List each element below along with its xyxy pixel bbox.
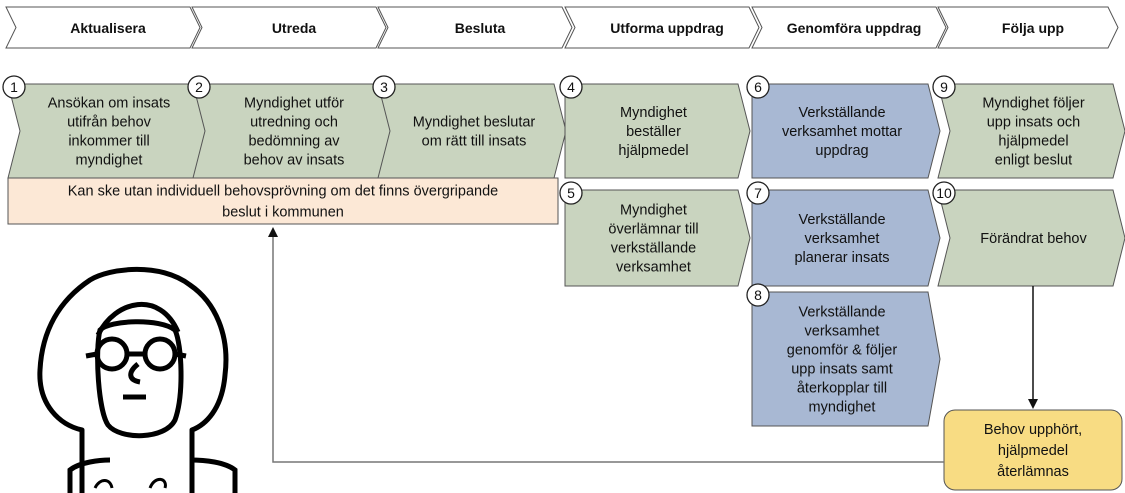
phase-label-genomfora: Genomföra uppdrag [787,20,922,36]
step-1-number-circle [2,75,26,99]
step-4-box [564,83,751,179]
step-9-text-line: Myndighet följer [982,96,1085,112]
end-box-text-line: hjälpmedel [998,443,1068,459]
step-2-text: Myndighet utför utredning och bedömning av… [244,96,345,169]
step-1-text-line: inkommer till [68,134,149,150]
phase-label-aktualisera: Aktualisera [70,20,146,36]
note-text: Kan ske utan individuell behovsprövning … [68,184,498,221]
phase-chevron-folja-upp [937,6,1119,49]
step-7-box [751,189,941,287]
phase-chevron-besluta [377,6,573,49]
step-1-number: 1 [10,79,18,95]
step-9-text: Myndighet följer upp insats och hjälpmedel… [982,96,1085,169]
step-9-box [937,83,1125,179]
step-8-box [751,291,941,427]
step-5-box [564,189,751,287]
phase-chevron-utreda [191,6,387,49]
step-2-text-line: utredning och [250,115,338,131]
step-8-number-circle [746,283,770,307]
step-6-text-line: uppdrag [815,143,868,159]
step-8-text: Verkställande verksamhet genomför & följer… [787,305,898,416]
end-box [943,409,1123,491]
end-box-text: Behov upphört, hjälpmedel återlämnas [984,422,1082,480]
end-box-text-line: Behov upphört, [984,422,1082,438]
step-5-text-line: överlämnar till [608,222,698,238]
step-10-text: Förändrat behov [980,231,1087,247]
step-8-text-line: myndighet [809,400,876,416]
phase-chevron-aktualisera [5,6,201,49]
step-3-number: 3 [380,79,388,95]
step-7-number: 7 [754,185,762,201]
step-6-box [751,83,941,179]
step-2-text-line: Myndighet utför [244,96,344,112]
step-8-number: 8 [754,287,762,303]
step-1-text-line: myndighet [76,153,143,169]
step-2-text-line: bedömning av [248,134,340,150]
arrow-back-to-start [268,227,944,463]
phase-label-utforma: Utforma uppdrag [610,20,724,36]
step-5-number-circle [559,181,583,205]
step-5-text: Myndighet överlämnar till verkställande ver… [608,203,698,276]
note-text-line: Kan ske utan individuell behovsprövning … [68,184,498,200]
note-box [7,177,559,225]
step-10-box [937,189,1125,287]
step-7-number-circle [746,181,770,205]
step-5-number: 5 [567,185,575,201]
step-3-number-circle [372,75,396,99]
end-box-text-line: återlämnas [997,464,1069,480]
phase-label-besluta: Besluta [455,20,506,36]
step-3-text-line: om rätt till insats [422,134,527,150]
step-7-text-line: verksamhet [805,231,880,247]
step-8-text-line: återkopplar till [797,381,887,397]
step-1-text: Ansökan om insats utifrån behov inkommer t… [48,96,171,169]
step-4-text: Myndighet beställer hjälpmedel [618,105,688,159]
step-9-text-line: hjälpmedel [998,134,1068,150]
step-5-text-line: verkställande [611,241,696,257]
phase-label-utreda: Utreda [272,20,317,36]
note-text-line: beslut i kommunen [222,205,344,221]
step-6-number: 6 [754,79,762,95]
step-7-text-line: planerar insats [794,250,889,266]
step-6-text: Verkställande verksamhet mottar uppdrag [782,105,902,159]
phase-label-folja-upp: Följa upp [1002,20,1064,36]
step-10-text-line: Förändrat behov [980,231,1087,247]
step-1-text-line: utifrån behov [67,115,152,131]
step-6-text-line: Verkställande [798,105,885,121]
step-10-number: 10 [936,185,952,201]
step-9-number: 9 [940,79,948,95]
step-3-text: Myndighet beslutar om rätt till insats [413,115,536,150]
step-8-text-line: verksamhet [805,324,880,340]
step-2-text-line: behov av insats [244,153,345,169]
step-4-number-circle [559,75,583,99]
step-5-text-line: verksamhet [616,260,691,276]
step-6-number-circle [746,75,770,99]
step-2-number: 2 [195,79,203,95]
phase-chevron-genomfora [751,6,947,49]
phase-chevron-utforma [564,6,760,49]
step-9-text-line: enligt beslut [995,153,1072,169]
person-illustration [37,266,238,493]
step-4-number: 4 [567,79,575,95]
step-6-text-line: verksamhet mottar [782,124,902,140]
step-4-text-line: Myndighet [620,105,687,121]
step-1-text-line: Ansökan om insats [48,96,171,112]
step-7-text-line: Verkställande [798,212,885,228]
step-7-text: Verkställande verksamhet planerar insats [794,212,889,266]
step-4-text-line: hjälpmedel [618,143,688,159]
step-9-text-line: upp insats och [987,115,1081,131]
step-8-text-line: upp insats samt [791,362,893,378]
step-4-text-line: beställer [626,124,681,140]
step-3-text-line: Myndighet beslutar [413,115,536,131]
step-9-number-circle [932,75,956,99]
step-3-box [377,83,567,179]
step-5-text-line: Myndighet [620,203,687,219]
step-8-text-line: Verkställande [798,305,885,321]
step-8-text-line: genomför & följer [787,343,898,359]
step-10-number-circle [932,181,956,205]
step-2-number-circle [187,75,211,99]
